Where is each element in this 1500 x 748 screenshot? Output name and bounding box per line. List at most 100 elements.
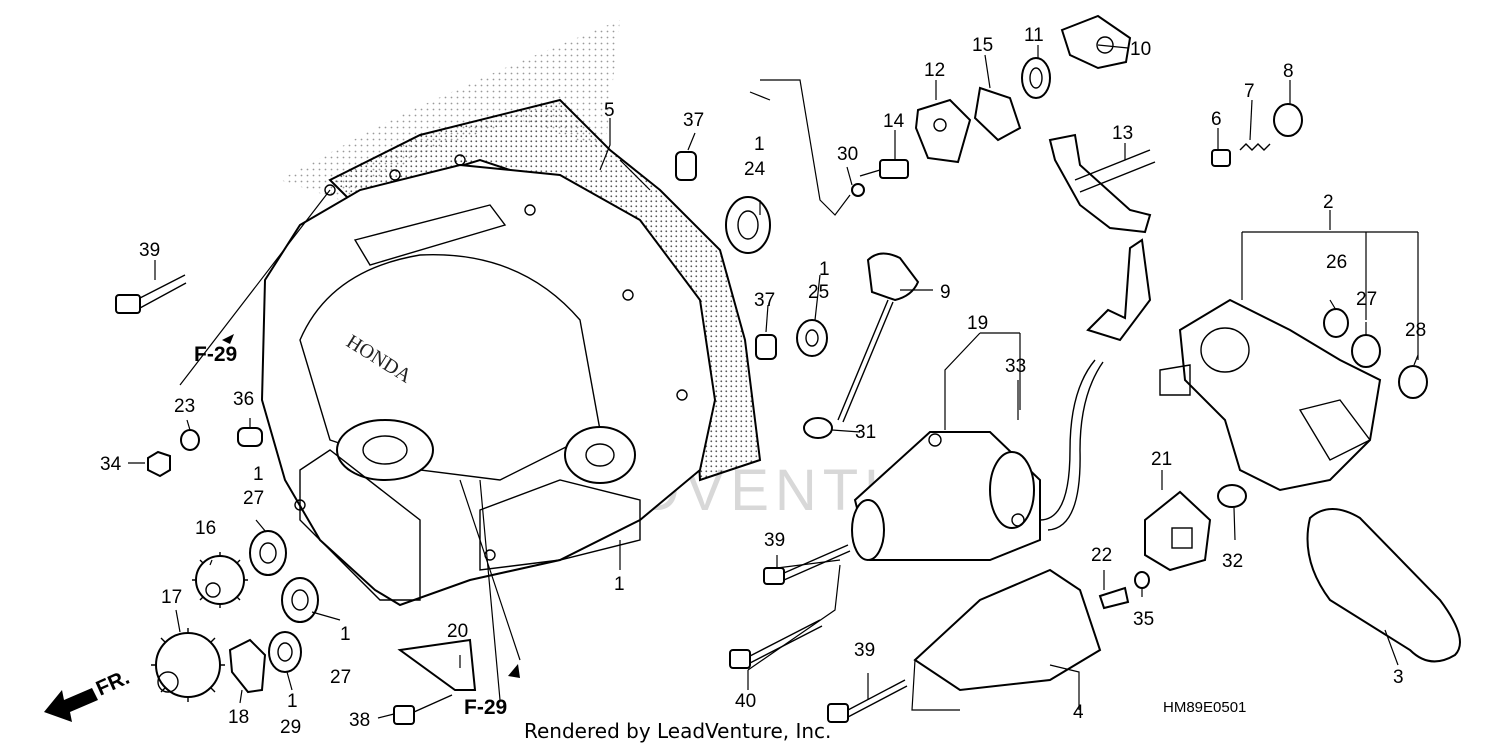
crankcase-cover: HONDA [260,154,717,607]
callout-17: 17 [161,587,182,608]
callout-40: 40 [735,691,756,712]
callout-7: 7 [1244,81,1255,102]
oil-dipstick [803,252,920,439]
callout-19: 19 [967,313,988,334]
callout-33: 33 [1005,356,1026,377]
callout-35: 35 [1133,609,1154,630]
callout-25: 25 [808,282,829,303]
callout-39-mid: 39 [764,530,785,551]
callout-39-bot: 39 [854,640,875,661]
callout-1-27b: 1 [340,624,351,645]
starter-cable [1039,359,1104,531]
callout-1-27a: 1 [253,464,264,485]
callout-2: 2 [1323,192,1334,213]
render-credit: Rendered by LeadVenture, Inc. [524,719,831,743]
callout-34: 34 [100,454,122,475]
splash-guard [913,568,1102,692]
callout-27-b: 27 [330,667,351,688]
washer-35 [1134,571,1150,589]
callout-5: 5 [604,100,615,121]
shift-drum-stopper [1060,14,1132,70]
callout-36: 36 [233,389,254,410]
bearing-27-b [281,577,319,623]
callout-30: 30 [837,144,858,165]
callout-15: 15 [972,35,993,56]
callout-22: 22 [1091,545,1112,566]
front-direction-arrow: FR. [44,666,133,722]
starter-motor [851,431,1041,561]
callout-13: 13 [1112,123,1133,144]
callout-1-main: 1 [614,574,625,595]
callout-39-left: 39 [139,240,160,261]
plug-8 [1273,103,1303,137]
bearing-24 [725,196,771,254]
reference-arrows [222,334,520,678]
reference-label-upper: F-29 [194,343,237,366]
callout-20: 20 [447,621,468,642]
callout-21: 21 [1151,449,1172,470]
gear-17 [151,628,225,702]
callout-27-a: 27 [243,488,264,509]
callout-32: 32 [1222,551,1243,572]
oil-pump-housing [1159,298,1382,492]
callout-26: 26 [1326,252,1347,273]
bolt-40 [729,619,823,669]
bolt-39-bot [827,679,908,723]
callout-11: 11 [1024,25,1044,46]
washer-30 [851,183,866,197]
callout-1-24: 1 [754,134,765,155]
bearing-27-right [1351,334,1381,368]
dowel-pin-37-mid [755,334,777,360]
pump-gasket [1306,508,1461,663]
callouts: 1 2 3 4 5 6 7 8 9 10 11 12 13 14 15 16 1… [100,25,1426,738]
callout-12: 12 [924,60,945,81]
callout-10: 10 [1130,39,1151,60]
plate-20 [397,638,477,691]
collar-36 [237,427,263,447]
plug-6 [1211,149,1231,167]
callout-16: 16 [195,518,216,539]
callout-14: 14 [883,111,905,132]
bearing-28 [1398,365,1428,399]
bearing-29 [268,631,302,673]
callout-18: 18 [228,707,249,728]
gear-16 [192,552,248,608]
bolt-38 [393,694,453,725]
callout-31: 31 [855,422,876,443]
washer-23 [180,429,200,451]
bearing-27-a [249,530,287,576]
plate-18 [228,638,267,694]
callout-9: 9 [940,282,951,303]
dowel-pin-37-top [675,151,697,181]
bearing-25 [796,319,828,357]
engine-silhouette [280,20,620,200]
leader-lines [128,44,1419,719]
nut-34 [147,450,171,478]
callout-4: 4 [1073,702,1084,723]
shift-plate [914,98,972,164]
bolt-22 [1098,586,1130,610]
callout-8: 8 [1283,61,1294,82]
callout-6: 6 [1211,109,1222,130]
sensor-21 [1144,490,1212,572]
diagram-code: HM89E0501 [1163,699,1246,716]
callout-1-25: 1 [819,259,830,280]
callout-28: 28 [1405,320,1426,341]
bolt-39-mid [763,544,851,585]
return-spring [1021,57,1051,99]
shift-arm-13 [1048,133,1156,234]
front-direction-label: FR. [93,666,133,701]
callout-38: 38 [349,710,370,731]
callout-27-right: 27 [1356,289,1377,310]
reference-label-lower: F-29 [464,696,507,719]
starter-connector [1086,238,1152,342]
callout-29: 29 [280,717,301,738]
stopper-plate [973,86,1022,142]
spring-7 [1239,143,1271,151]
callout-24: 24 [744,159,766,180]
callout-37-top: 37 [683,110,704,131]
callout-23: 23 [174,396,195,417]
cover-gasket [328,98,762,482]
shift-bolt-14 [859,159,909,179]
callout-3: 3 [1393,667,1404,688]
